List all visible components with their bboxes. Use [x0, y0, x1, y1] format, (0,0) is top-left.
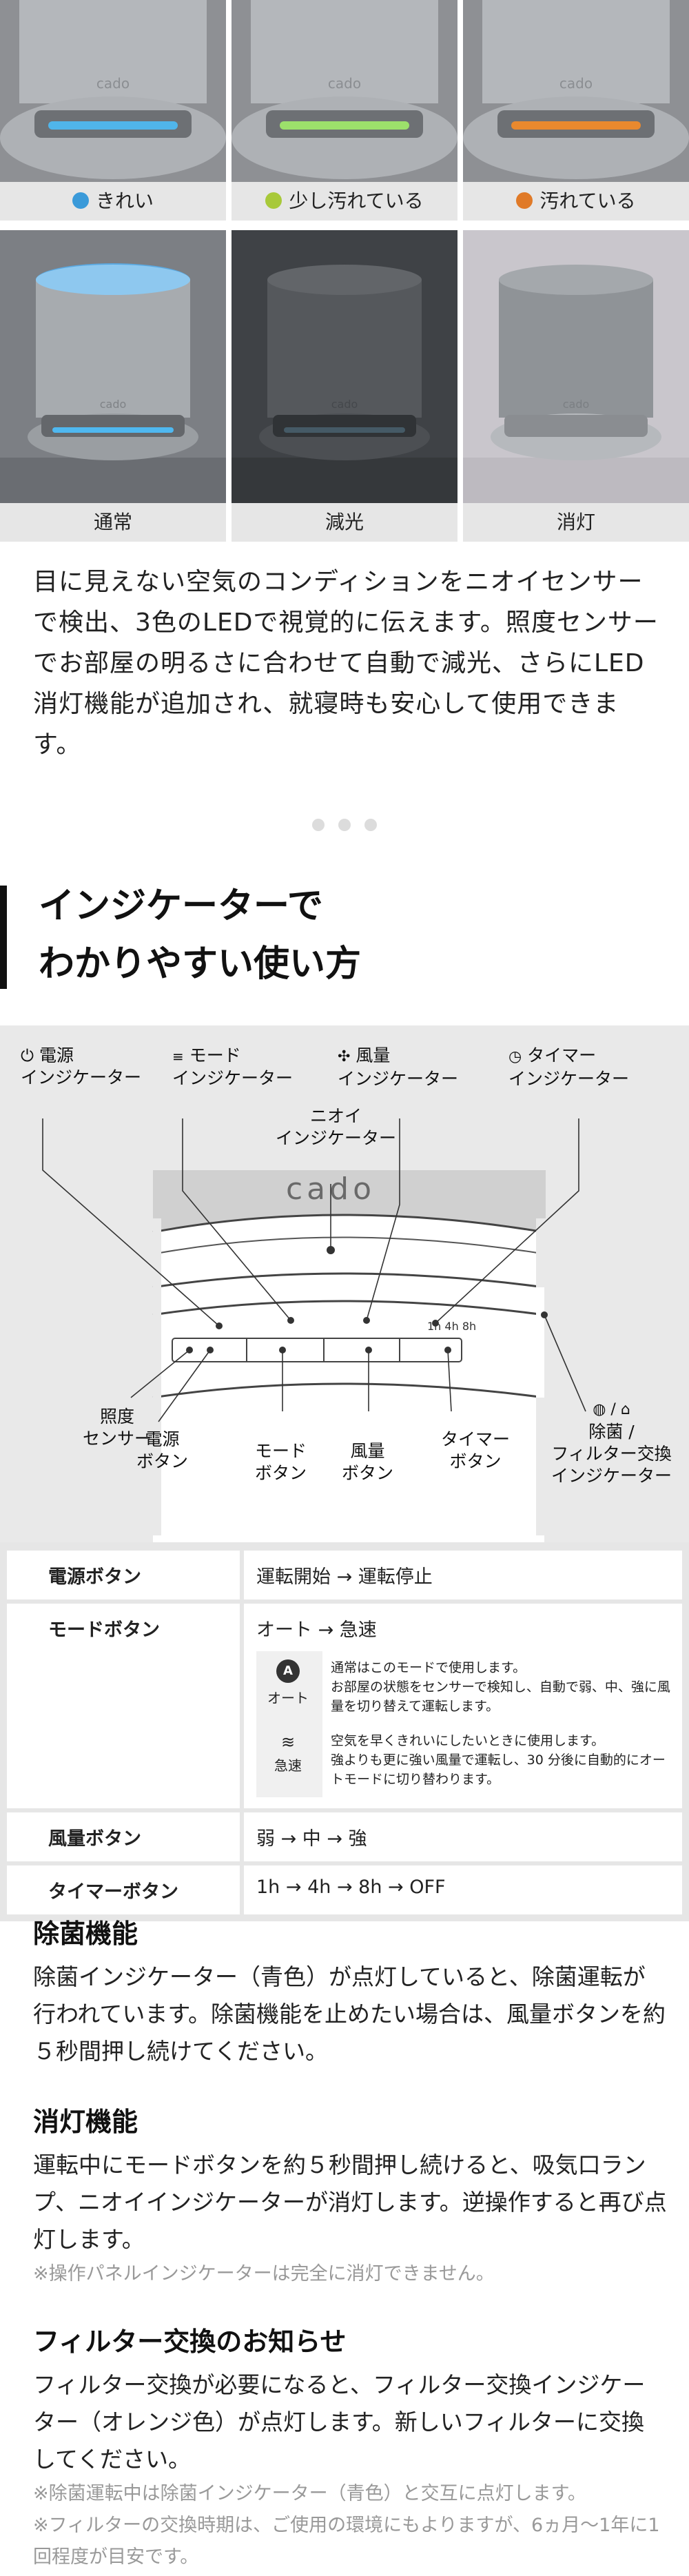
label-fan-button: 風量 ボタン	[342, 1441, 394, 1483]
timer-marks: 1h 4h 8h	[427, 1320, 476, 1333]
brand-text: cado	[96, 75, 130, 92]
feature-body: 運転中にモードボタンを約５秒間押し続けると、吸気口ランプ、ニオイインジケーターが…	[33, 2151, 667, 2253]
photo-off: cado 消灯	[463, 230, 689, 542]
feature-title: 消灯機能	[33, 2107, 138, 2137]
mode-auto: A オート	[256, 1651, 320, 1724]
row-value: 運転開始 → 運転停止	[244, 1551, 682, 1599]
mode-label: オート	[267, 1690, 309, 1706]
purifier-image-dim: cado	[232, 230, 457, 503]
section-heading: インジケーターで わかりやすい使い方	[0, 879, 689, 996]
caption-label: 通常	[93, 511, 132, 533]
feature-title: 除菌機能	[33, 1919, 138, 1949]
feature-title: フィルター交換のお知らせ	[33, 2327, 347, 2357]
label-fan-indicator: ✣ 風量 インジケーター	[338, 1045, 459, 1089]
caption-dirty: 汚れている	[463, 182, 689, 221]
row-key: 電源ボタン	[7, 1551, 240, 1599]
caption-dim: 減光	[232, 503, 457, 542]
heading-line-2: わかりやすい使い方	[39, 943, 362, 985]
brand-text: cado	[563, 398, 590, 411]
row-value: 1h → 4h → 8h → OFF	[244, 1865, 682, 1914]
pager-dot-3[interactable]	[364, 819, 377, 831]
photo-grid: cado きれい cado 少し汚れている cado	[0, 0, 689, 542]
label-odor-indicator: ニオイ インジケーター	[276, 1106, 397, 1148]
label-timer-button: タイマー ボタン	[441, 1429, 511, 1471]
brand-text: cado	[100, 398, 127, 411]
row-key: モードボタン	[7, 1604, 240, 1808]
label-power-button: 電源 ボタン	[136, 1429, 189, 1471]
caption-label: 消灯	[556, 511, 595, 533]
heading-accent-bar	[0, 886, 7, 989]
mode-label: 急速	[274, 1757, 302, 1774]
brand-text: cado	[328, 75, 361, 92]
caption-label: 減光	[325, 511, 364, 533]
row-value: 弱 → 中 → 強	[244, 1812, 682, 1861]
photo-dim: cado 減光	[232, 230, 457, 542]
caption-off: 消灯	[463, 503, 689, 542]
table-row: 電源ボタン 運転開始 → 運転停止	[7, 1551, 682, 1599]
caption-label: きれい	[95, 190, 154, 212]
turbo-mode-icon: ≋	[280, 1732, 296, 1752]
purifier-image-slightly-dirty: cado	[232, 0, 457, 182]
intro-paragraph: 目に見えない空気のコンディションをニオイセンサーで検出、3色のLEDで視覚的に伝…	[33, 568, 659, 759]
feature-sterilize: 除菌機能 除菌インジケーター（青色）が点灯していると、除菌運転が行われています。…	[33, 1912, 667, 2070]
photo-slightly-dirty: cado 少し汚れている	[232, 0, 457, 221]
status-dot-orange	[516, 192, 533, 209]
brand-text: cado	[559, 75, 593, 92]
photo-clean: cado きれい	[0, 0, 226, 221]
caption-slightly-dirty: 少し汚れている	[232, 182, 457, 221]
heading-line-1: インジケーターで	[39, 886, 323, 927]
feature-note: ※除菌運転中は除菌インジケーター（青色）と交互に点灯します。	[33, 2483, 586, 2504]
caption-label: 少し汚れている	[289, 190, 424, 212]
table-row: 風量ボタン 弱 → 中 → 強	[7, 1812, 682, 1861]
status-dot-blue	[72, 192, 89, 209]
feature-filter-notice: フィルター交換のお知らせ フィルター交換が必要になると、フィルター交換インジケー…	[33, 2320, 667, 2573]
brand-text: cado	[286, 1172, 376, 1207]
row-value-mode: オート → 急速 A オート 通常はこのモードで使用します。 お部屋の状態をセン…	[244, 1604, 682, 1808]
feature-body: 除菌インジケーター（青色）が点灯していると、除菌運転が行われています。除菌機能を…	[33, 1963, 666, 2065]
label-mode-indicator: ≡ モード インジケーター	[172, 1045, 294, 1088]
feature-note: ※フィルターの交換時期は、ご使用の環境にもよりますが、6ヵ月〜1年に1回程度が目…	[33, 2515, 660, 2568]
purifier-image-clean: cado	[0, 0, 226, 182]
table-row: モードボタン オート → 急速 A オート 通常はこのモードで使用します。 お部…	[7, 1604, 682, 1808]
table-row: タイマーボタン 1h → 4h → 8h → OFF	[7, 1865, 682, 1914]
feature-note: ※操作パネルインジケーターは完全に消灯できません。	[33, 2263, 495, 2284]
feature-body: フィルター交換が必要になると、フィルター交換インジケーター（オレンジ色）が点灯し…	[33, 2371, 646, 2473]
carousel-pager[interactable]	[0, 819, 689, 834]
pager-dot-2[interactable]	[338, 819, 351, 831]
photo-normal: cado 通常	[0, 230, 226, 542]
feature-list: 除菌機能 除菌インジケーター（青色）が点灯していると、除菌運転が行われています。…	[33, 1912, 667, 2573]
button-function-table: 電源ボタン 運転開始 → 運転停止 モードボタン オート → 急速 A オート …	[0, 1542, 689, 1921]
label-sterilize-filter: ◍ / ⌂除菌 / フィルター交換 インジケーター	[551, 1401, 672, 1486]
mode-desc: 通常はこのモードで使用します。 お部屋の状態をセンサーで検知し、自動で弱、中、強…	[320, 1651, 682, 1724]
caption-clean: きれい	[0, 182, 226, 221]
auto-mode-icon: A	[276, 1659, 300, 1683]
panel-illustration: cado 1h 4h 8h	[42, 1118, 586, 1542]
caption-normal: 通常	[0, 503, 226, 542]
mode-sequence: オート → 急速	[256, 1619, 377, 1641]
mode-desc: 空気を早くきれいにしたいときに使用します。 強よりも更に強い風量で運転し、30 …	[320, 1724, 682, 1797]
purifier-image-dirty: cado	[463, 0, 689, 182]
label-light-sensor: 照度 センサー	[83, 1407, 152, 1449]
photo-dirty: cado 汚れている	[463, 0, 689, 221]
brand-text: cado	[331, 398, 358, 411]
label-mode-button: モード ボタン	[255, 1441, 307, 1483]
label-power-indicator: ⏻ 電源 インジケーター	[21, 1045, 142, 1087]
purifier-image-off: cado	[463, 230, 689, 503]
mode-turbo: ≋ 急速	[256, 1724, 320, 1797]
row-key: タイマーボタン	[7, 1865, 240, 1914]
mode-turbo-box: ≋ 急速 空気を早くきれいにしたいときに使用します。 強よりも更に強い風量で運転…	[256, 1724, 682, 1797]
pager-dot-1[interactable]	[312, 819, 325, 831]
mode-auto-box: A オート 通常はこのモードで使用します。 お部屋の状態をセンサーで検知し、自動…	[256, 1651, 682, 1724]
feature-light-off: 消灯機能 運転中にモードボタンを約５秒間押し続けると、吸気口ランプ、ニオイインジ…	[33, 2100, 667, 2290]
row-key: 風量ボタン	[7, 1812, 240, 1861]
label-timer-indicator: ◷ タイマー インジケーター	[508, 1045, 630, 1089]
control-panel-diagram: cado 1h 4h 8h	[0, 1025, 689, 1563]
caption-label: 汚れている	[539, 190, 636, 212]
status-dot-green	[265, 192, 282, 209]
purifier-image-normal: cado	[0, 230, 226, 503]
